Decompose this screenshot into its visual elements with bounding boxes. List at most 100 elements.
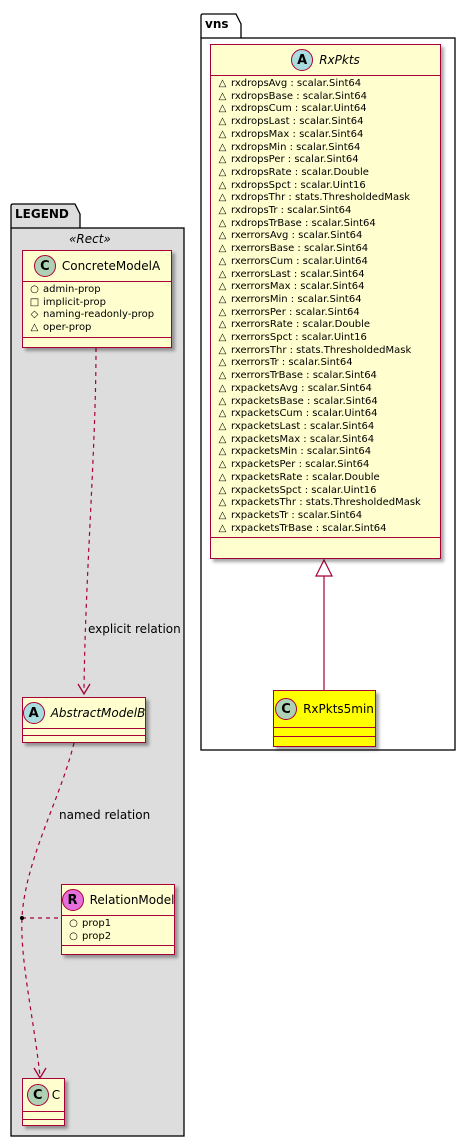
- attribute-row: △ rxdropsPer : scalar.Sint64: [211, 154, 440, 167]
- attribute-row: △rxerrorsMin : scalar.Sint64: [211, 294, 440, 307]
- attribute-label: rxdropsRate : scalar.Double: [231, 166, 369, 178]
- attribute-label: rxdropsCum : scalar.Uint64: [231, 103, 367, 115]
- visibility-icon: △: [218, 420, 227, 432]
- attribute-row: △ rxdropsTr : scalar.Sint64: [211, 205, 440, 218]
- class-abstract-model-b-header: A AbstractModelB: [22, 698, 145, 729]
- visibility-icon: △: [218, 281, 227, 293]
- attribute-row: △ rxpacketsMax : scalar.Sint64: [211, 434, 440, 447]
- attribute-row: △rxerrorsBase : scalar.Sint64: [211, 243, 440, 256]
- attribute-row: △rxerrorsCum : scalar.Uint64: [211, 256, 440, 269]
- attribute-label: rxpacketsMax : scalar.Sint64: [231, 433, 375, 445]
- visibility-icon: △: [218, 78, 227, 89]
- visibility-icon: △: [30, 322, 39, 334]
- abstract-badge-icon: A: [291, 49, 314, 71]
- class-badge-icon: C: [33, 255, 56, 277]
- attribute-label: rxerrorsTr : scalar.Sint64: [231, 357, 353, 369]
- attribute-label: rxdropsPer : scalar.Sint64: [231, 154, 359, 166]
- named-relation-label: named relation: [59, 808, 151, 822]
- attribute-label: rxdropsThr : stats.ThresholdedMask: [231, 192, 411, 204]
- attribute-row: △rxdropsSpct : scalar.Uint16: [211, 180, 440, 193]
- visibility-icon: △: [218, 509, 227, 521]
- visibility-icon: △: [218, 446, 227, 458]
- attribute-label: rxerrorsThr : stats.ThresholdedMask: [231, 344, 412, 356]
- attribute-row: △rxerrorsSpct : scalar.Uint16: [211, 332, 440, 345]
- visibility-icon: △: [218, 179, 227, 191]
- visibility-icon: △: [218, 90, 227, 102]
- attribute-row: △rxdropsAvg : scalar.Sint64: [211, 78, 440, 91]
- class-relation-model-name: RelationModel: [89, 893, 175, 907]
- class-concrete-model-a-name: ConcreteModelA: [61, 259, 161, 273]
- attribute-label: rxpacketsTrBase : scalar.Sint64: [231, 522, 387, 534]
- attribute-label: rxpacketsAvg : scalar.Sint64: [231, 382, 372, 394]
- attribute-label: rxerrorsLast : scalar.Sint64: [231, 268, 365, 280]
- attribute-label: rxpacketsRate : scalar.Double: [231, 471, 380, 483]
- visibility-icon: △: [218, 370, 227, 382]
- class-rxpkts[interactable]: A RxPkts △rxdropsAvg : scalar.Sint64△rxd…: [210, 44, 441, 559]
- attribute-label: rxdropsTr : scalar.Sint64: [231, 205, 352, 217]
- attribute-label: rxerrorsTrBase : scalar.Sint64: [231, 370, 377, 382]
- attribute-label: rxerrorsRate : scalar.Double: [231, 319, 371, 331]
- class-concrete-model-a[interactable]: C ConcreteModelA ○admin-prop□implicit-pr…: [22, 250, 172, 348]
- attribute-row: △ rxpacketsTrBase : scalar.Sint64: [211, 523, 440, 536]
- visibility-icon: △: [218, 382, 227, 394]
- attribute-row: △rxerrorsRate : scalar.Double: [211, 319, 440, 332]
- attribute-label: rxdropsTrBase : scalar.Sint64: [231, 217, 376, 229]
- attribute-label: rxpacketsPer : scalar.Sint64: [231, 459, 370, 471]
- class-rxpkts-name: RxPkts: [319, 53, 360, 67]
- attribute-row: □implicit-prop: [23, 297, 171, 310]
- attribute-row: △ oper-prop: [23, 322, 171, 335]
- visibility-icon: △: [218, 217, 227, 229]
- visibility-icon: △: [218, 166, 227, 178]
- attribute-row: △rxpacketsThr : stats.ThresholdedMask: [211, 497, 440, 510]
- visibility-icon: △: [218, 103, 227, 115]
- attribute-row: △rxdropsMin : scalar.Sint64: [211, 142, 440, 155]
- class-relation-model-attributes: ○prop1○prop2: [62, 916, 174, 947]
- package-legend: [10, 203, 185, 1137]
- attribute-label: rxerrorsCum : scalar.Uint64: [231, 255, 368, 267]
- visibility-icon: △: [218, 497, 227, 509]
- attribute-row: ○prop1: [62, 918, 174, 931]
- attribute-label: rxerrorsPer : scalar.Sint64: [231, 306, 360, 318]
- attribute-label: rxpacketsSpct : scalar.Uint16: [231, 484, 377, 496]
- visibility-icon: △: [218, 522, 227, 534]
- legend-stereotype: «Rect»: [69, 232, 111, 246]
- class-relation-model-methods: [62, 946, 174, 954]
- attribute-label: oper-prop: [43, 322, 92, 334]
- visibility-icon: ◇: [30, 309, 39, 321]
- attribute-row: △rxerrorsPer : scalar.Sint64: [211, 307, 440, 320]
- visibility-icon: △: [218, 205, 227, 217]
- attribute-label: rxerrorsBase : scalar.Sint64: [231, 243, 369, 255]
- attribute-row: △rxdropsBase : scalar.Sint64: [211, 91, 440, 104]
- visibility-icon: △: [218, 116, 227, 128]
- attribute-row: △rxerrorsMax : scalar.Sint64: [211, 281, 440, 294]
- attribute-label: prop2: [82, 930, 112, 942]
- class-rxpkts5min[interactable]: C RxPkts5min: [273, 690, 376, 747]
- visibility-icon: ○: [69, 918, 78, 929]
- attribute-row: △ rxpacketsTr : scalar.Sint64: [211, 510, 440, 523]
- attribute-row: △ rxdropsCum : scalar.Uint64: [211, 103, 440, 116]
- visibility-icon: △: [218, 433, 227, 445]
- class-abstract-model-b[interactable]: A AbstractModelB: [22, 697, 146, 743]
- attribute-label: rxerrorsAvg : scalar.Sint64: [231, 230, 363, 242]
- relation-badge-icon: R: [61, 889, 84, 911]
- visibility-icon: △: [218, 408, 227, 420]
- attribute-row: △rxpacketsMin : scalar.Sint64: [211, 446, 440, 459]
- attribute-row: △ rxerrorsThr : stats.ThresholdedMask: [211, 345, 440, 358]
- visibility-icon: △: [218, 332, 227, 344]
- class-rxpkts5min-attributes: [274, 728, 375, 737]
- attribute-row: △rxerrorsLast : scalar.Sint64: [211, 269, 440, 282]
- attribute-row: △rxerrorsAvg : scalar.Sint64: [211, 230, 440, 243]
- attribute-label: rxpacketsCum : scalar.Uint64: [231, 408, 378, 420]
- class-rxpkts-methods: [211, 538, 440, 546]
- class-rxpkts-attributes: △rxdropsAvg : scalar.Sint64△rxdropsBase …: [211, 76, 440, 539]
- visibility-icon: △: [218, 344, 227, 356]
- attribute-label: rxdropsMin : scalar.Sint64: [231, 141, 361, 153]
- attribute-row: △ rxdropsTrBase : scalar.Sint64: [211, 218, 440, 231]
- attribute-row: ○prop2: [62, 931, 174, 944]
- class-badge-icon: C: [275, 698, 298, 720]
- visibility-icon: △: [218, 154, 227, 166]
- class-c[interactable]: C C: [22, 1078, 65, 1126]
- class-relation-model[interactable]: R RelationModel ○prop1○prop2: [61, 884, 175, 955]
- attribute-label: rxpacketsTr : scalar.Sint64: [231, 509, 363, 521]
- visibility-icon: △: [218, 293, 227, 305]
